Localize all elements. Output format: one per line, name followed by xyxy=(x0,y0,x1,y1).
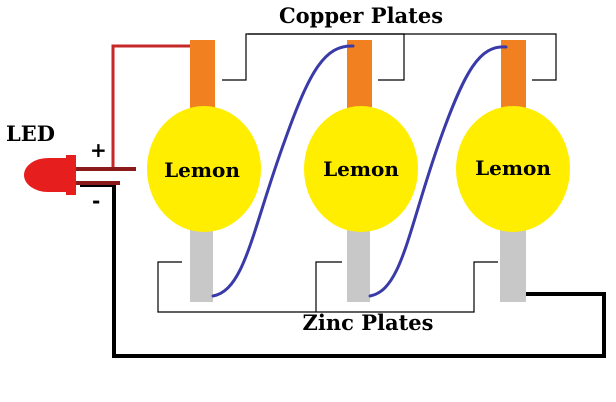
lemon-label-2: Lemon xyxy=(323,157,399,181)
zinc-plate-2 xyxy=(347,226,370,302)
lemon-label-1: Lemon xyxy=(164,158,240,182)
negative-sign: - xyxy=(92,189,100,213)
lemon-label-3: Lemon xyxy=(475,156,551,180)
zinc-bracket xyxy=(157,261,498,313)
series-wires xyxy=(211,44,508,298)
series-wire-1 xyxy=(211,44,355,298)
lemon-3 xyxy=(456,106,570,232)
zinc-plates-label: Zinc Plates xyxy=(303,310,434,335)
zinc-plate-3 xyxy=(500,226,526,302)
copper-plates-label: Copper Plates xyxy=(279,3,443,28)
lemon-1 xyxy=(147,106,261,232)
led-icon xyxy=(24,155,136,195)
copper-plate-2 xyxy=(347,40,372,112)
lemon-2 xyxy=(304,106,418,232)
series-wire-2 xyxy=(368,45,508,298)
zinc-plate-1 xyxy=(190,226,213,302)
copper-plate-3 xyxy=(501,40,526,112)
copper-bracket xyxy=(222,33,557,81)
positive-sign: + xyxy=(90,138,107,162)
copper-plate-1 xyxy=(190,40,215,112)
led-label: LED xyxy=(6,121,55,146)
